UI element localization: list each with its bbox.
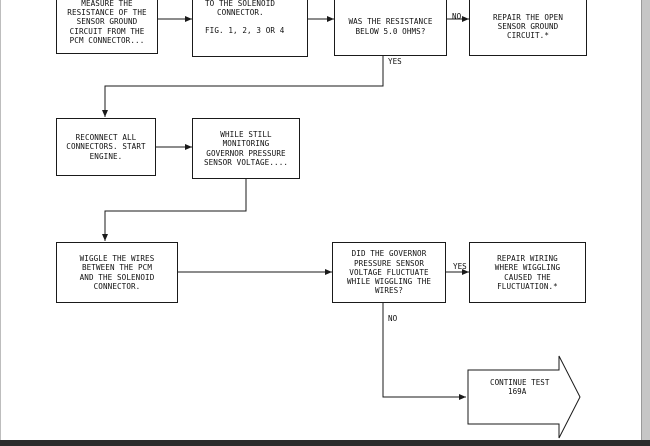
measure-line-4: CIRCUIT FROM THE — [69, 26, 145, 36]
reconnect-line-1: RECONNECT ALL — [75, 133, 137, 143]
repair-wiring-line-4: FLUCTUATION.* — [497, 281, 558, 291]
monitoring-line-2: MONITORING — [222, 139, 270, 149]
repair-wiring-box: REPAIR WIRING WHERE WIGGLING CAUSED THE … — [469, 242, 586, 303]
left-page-edge — [0, 0, 1, 446]
continue-test-label: CONTINUE TEST 169A — [490, 378, 562, 396]
solenoid-line-2: CONNECTOR. — [217, 8, 264, 18]
resistance-question-line-2: BELOW 5.0 OHMS? — [355, 26, 426, 36]
repair-open-line-1: REPAIR THE OPEN — [492, 12, 564, 22]
repair-open-line-3: CIRCUIT.* — [506, 31, 550, 41]
right-page-edge — [641, 0, 650, 446]
resistance-question-box: WAS THE RESISTANCE BELOW 5.0 OHMS? — [334, 0, 447, 56]
wiggle-line-4: CONNECTOR. — [93, 281, 141, 291]
fluctuate-line-1: DID THE GOVERNOR — [351, 249, 427, 259]
arrow-monitoring-to-wiggle — [102, 179, 247, 241]
continue-arrow-shape — [467, 355, 581, 439]
monitoring-line-3: GOVERNOR PRESSURE — [206, 148, 286, 158]
measure-line-1: MEASURE THE — [81, 0, 133, 8]
wiggle-line-3: AND THE SOLENOID — [79, 272, 155, 282]
repair-open-box: REPAIR THE OPEN SENSOR GROUND CIRCUIT.* — [469, 0, 587, 56]
no-label-1: NO — [452, 12, 462, 21]
wiggle-line-2: BETWEEN THE PCM — [81, 263, 153, 273]
fluctuate-line-5: WIRES? — [374, 286, 404, 296]
solenoid-line-1: TO THE SOLENOID — [205, 0, 276, 8]
yes-label-1: YES — [388, 57, 402, 66]
fluctuate-line-4: WHILE WIGGLING THE — [346, 277, 432, 287]
monitoring-line-4: SENSOR VOLTAGE.... — [203, 157, 289, 167]
fluctuate-question-box: DID THE GOVERNOR PRESSURE SENSOR VOLTAGE… — [332, 242, 446, 303]
repair-wiring-line-1: REPAIR WIRING — [497, 254, 558, 264]
monitoring-box: WHILE STILL MONITORING GOVERNOR PRESSURE… — [192, 118, 300, 179]
monitoring-line-1: WHILE STILL — [220, 130, 272, 140]
repair-wiring-line-3: CAUSED THE — [504, 272, 551, 282]
continue-line-2: 169A — [508, 387, 527, 397]
measure-line-2: RESISTANCE OF THE — [67, 8, 147, 18]
bottom-page-edge — [0, 440, 650, 446]
fluctuate-line-2: PRESSURE SENSOR — [353, 258, 425, 268]
solenoid-connector-box: TO THE SOLENOID CONNECTOR. FIG. 1, 2, 3 … — [192, 0, 308, 57]
reconnect-line-3: ENGINE. — [89, 151, 123, 161]
repair-open-line-2: SENSOR GROUND — [497, 21, 559, 31]
wiggle-wires-box: WIGGLE THE WIRES BETWEEN THE PCM AND THE… — [56, 242, 178, 303]
wiggle-line-1: WIGGLE THE WIRES — [79, 254, 155, 264]
no-label-2: NO — [388, 314, 398, 323]
reconnect-box: RECONNECT ALL CONNECTORS. START ENGINE. — [56, 118, 156, 176]
repair-wiring-line-2: WHERE WIGGLING — [494, 263, 561, 273]
yes-label-2: YES — [453, 262, 467, 271]
arrow-yes-to-reconnect — [102, 56, 384, 117]
solenoid-line-4: FIG. 1, 2, 3 OR 4 — [205, 26, 285, 36]
continue-line-1: CONTINUE TEST — [490, 378, 550, 387]
measure-resistance-box: MEASURE THE RESISTANCE OF THE SENSOR GRO… — [56, 0, 158, 54]
arrow-no-to-continue — [382, 302, 466, 400]
reconnect-line-2: CONNECTORS. START — [66, 142, 146, 152]
measure-line-3: SENSOR GROUND — [76, 17, 138, 27]
fluctuate-line-3: VOLTAGE FLUCTUATE — [349, 267, 429, 277]
resistance-question-line-1: WAS THE RESISTANCE — [348, 17, 433, 27]
measure-line-5: PCM CONNECTOR... — [69, 35, 145, 45]
